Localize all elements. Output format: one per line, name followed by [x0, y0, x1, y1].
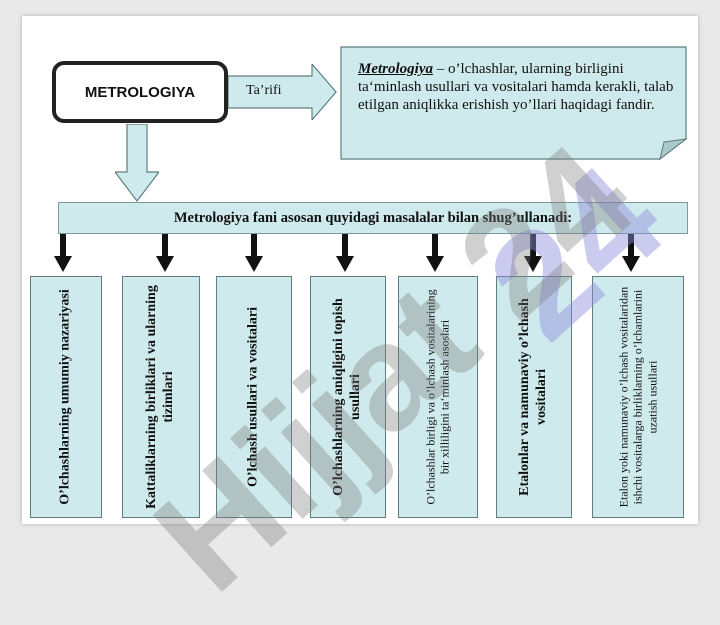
arrow-down-icon	[426, 234, 444, 272]
definition-note-box	[340, 46, 688, 161]
topic-label: Etalon yoki namunaviy o’lchash vositalar…	[616, 286, 660, 508]
definition-body: – o’lchashlar, ularning birligini ta‘min…	[358, 61, 674, 113]
topic-box-5: O’lchashlar birligi va o’lchash vositala…	[398, 276, 478, 518]
right-arrow-icon	[228, 64, 337, 120]
banner-text: Metrologiya fani asosan quyidagi masalal…	[173, 209, 573, 226]
topic-box-4: O’lchashlarning aniqligini topish usulla…	[310, 276, 386, 518]
definition-label: Ta’rifi	[246, 83, 282, 98]
arrow-down-icon	[245, 234, 263, 272]
arrow-down-icon	[54, 234, 72, 272]
topic-box-1: O’lchashlarning umumiy nazariyasi	[30, 276, 102, 518]
slide: METROLOGIYA Ta’rifi Metrologiya – o’lcha…	[22, 16, 698, 622]
topic-label: O’lchashlarning umumiy nazariyasi	[57, 289, 73, 505]
arrow-down-icon	[336, 234, 354, 272]
definition-term: Metrologiya	[358, 61, 433, 77]
arrow-down-icon	[524, 234, 542, 272]
definition-text: Metrologiya – o’lchashlar, ularning birl…	[358, 60, 678, 114]
arrow-down-icon	[156, 234, 174, 272]
watermark: Hijjat 24	[123, 112, 664, 623]
down-arrow-icon	[115, 124, 159, 202]
topic-label: Etalonlar va namunaviy o’lchash vositala…	[517, 298, 549, 496]
topics-banner: Metrologiya fani asosan quyidagi masalal…	[58, 202, 688, 234]
arrow-down-icon	[622, 234, 640, 272]
topic-box-6: Etalonlar va namunaviy o’lchash vositala…	[496, 276, 572, 518]
topic-box-7: Etalon yoki namunaviy o’lchash vositalar…	[592, 276, 684, 518]
topic-box-3: O’lchash usullari va vositalari	[216, 276, 292, 518]
topic-box-2: Kattaliklarning birliklari va ularning t…	[122, 276, 200, 518]
topic-label: O’lchashlarning aniqligini topish usulla…	[331, 298, 363, 496]
main-title: METROLOGIYA	[84, 83, 196, 101]
main-title-box: METROLOGIYA	[52, 61, 228, 123]
topic-label: O’lchash usullari va vositalari	[245, 306, 261, 488]
topic-label: Kattaliklarning birliklari va ularning t…	[144, 285, 176, 509]
topic-label: O’lchashlar birligi va o’lchash vositala…	[423, 289, 452, 505]
